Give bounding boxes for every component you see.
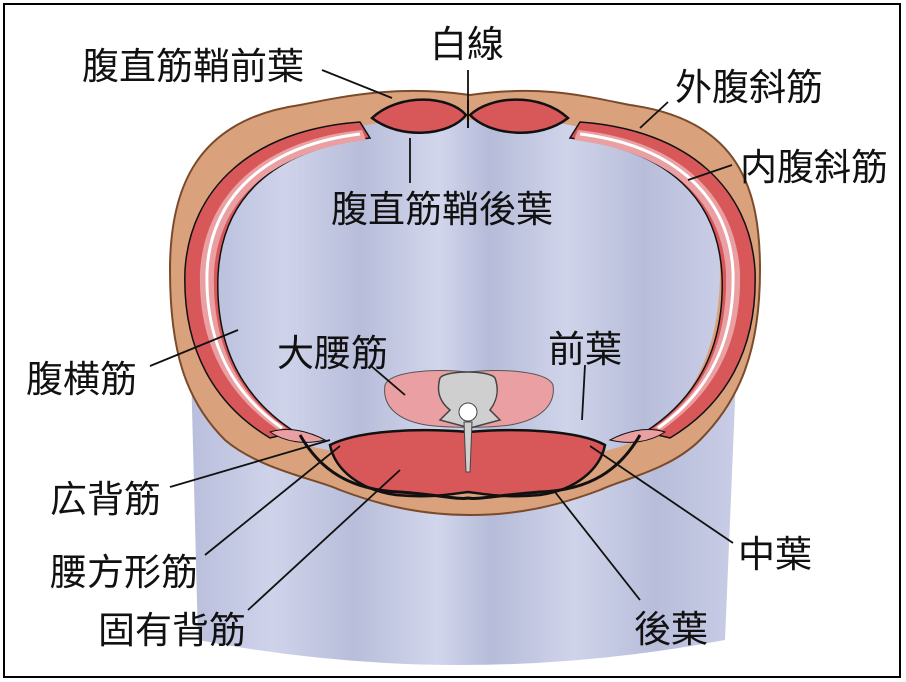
label-psoas-major: 大腰筋 [277,332,388,375]
label-internal-oblique: 内腹斜筋 [740,146,888,189]
label-anterior-layer: 前葉 [548,328,622,371]
label-erector-spinae: 固有背筋 [98,609,246,652]
label-external-oblique: 外腹斜筋 [675,66,823,109]
spinous-process [464,422,472,472]
label-quadratus-lumborum: 腰方形筋 [50,551,198,594]
label-latissimus-dorsi: 広背筋 [50,478,161,521]
label-rectus-sheath-posterior: 腹直筋鞘後葉 [331,188,553,231]
label-linea-alba: 白線 [430,23,504,66]
label-posterior-layer: 後葉 [634,608,708,651]
label-rectus-sheath-anterior: 腹直筋鞘前葉 [82,45,304,88]
label-transversus-abdominis: 腹横筋 [26,358,137,401]
label-middle-layer: 中葉 [738,533,812,576]
spinal-canal [459,403,477,421]
